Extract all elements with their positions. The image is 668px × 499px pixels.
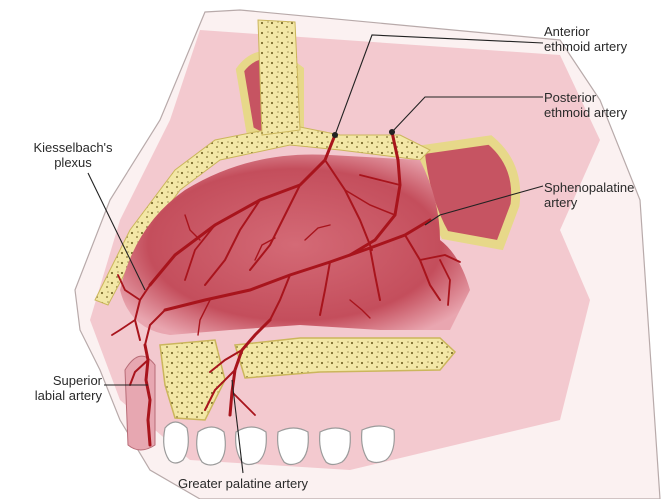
label-anterior-ethmoid-artery: Anterior ethmoid artery [544,24,627,54]
label-sphenopalatine-line2: artery [544,195,634,210]
label-superior-labial-artery: Superior labial artery [2,373,102,403]
label-anterior-ethmoid-line1: Anterior [544,24,627,39]
leader-anterior-ethmoid-dot [333,133,338,138]
label-superior-labial-line2: labial artery [2,388,102,403]
label-greater-palatine-line1: Greater palatine artery [150,476,336,491]
leader-posterior-ethmoid-dot [390,130,395,135]
label-posterior-ethmoid-line1: Posterior [544,90,627,105]
label-sphenopalatine-line1: Sphenopalatine [544,180,634,195]
label-posterior-ethmoid-artery: Posterior ethmoid artery [544,90,627,120]
label-kiesselbachs-plexus: Kiesselbach's plexus [18,140,128,170]
label-kiesselbach-line2: plexus [18,155,128,170]
label-posterior-ethmoid-line2: ethmoid artery [544,105,627,120]
label-kiesselbach-line1: Kiesselbach's [18,140,128,155]
label-greater-palatine-artery: Greater palatine artery [150,476,336,491]
label-superior-labial-line1: Superior [2,373,102,388]
label-sphenopalatine-artery: Sphenopalatine artery [544,180,634,210]
frontal-bone-pillar [258,20,300,135]
label-anterior-ethmoid-line2: ethmoid artery [544,39,627,54]
